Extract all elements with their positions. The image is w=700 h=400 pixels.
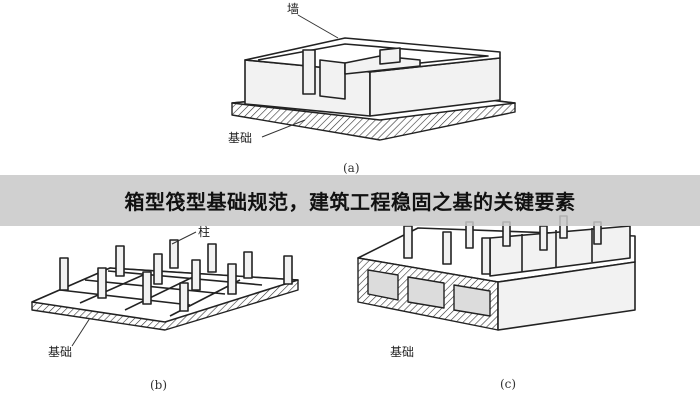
figure-a-column	[302, 49, 316, 95]
figure-a-inner-wall-2	[319, 59, 346, 100]
figure-c-foundation-label: 基础	[390, 345, 414, 359]
figure-b-caption: (b)	[150, 378, 167, 392]
figure-c-cell-3	[453, 284, 491, 317]
figure-c-caption: (c)	[500, 377, 516, 391]
figure-b-column	[142, 271, 152, 305]
figure-b-column	[283, 255, 293, 285]
figure-b-column	[97, 267, 107, 299]
figure-b-column	[59, 257, 69, 291]
figure-a-inner-wall-4	[379, 47, 401, 65]
figure-a-inner-wall-3	[344, 55, 421, 75]
figure-b-foundation-label: 基础	[48, 345, 72, 359]
figure-c-cell-1	[367, 269, 399, 301]
figure-b-column	[153, 253, 163, 285]
figure-a-inner-wall-1	[257, 43, 489, 69]
figure-b-beam-5	[124, 275, 196, 311]
figure-b-column	[227, 263, 237, 295]
figure-b-column-leader	[171, 231, 197, 245]
figure-a-foundation-leader	[261, 119, 306, 138]
figure-c-right-face	[497, 261, 636, 331]
figure-a-wall-leader	[297, 14, 339, 39]
figure-a-caption: (a)	[343, 161, 360, 175]
figure-c-column	[442, 231, 452, 265]
figure-a: 墙 基础 (a)	[228, 2, 516, 175]
figure-c-cell-2	[407, 276, 445, 309]
figure-a-foundation-label: 基础	[228, 131, 252, 145]
figure-a-wall-label: 墙	[287, 2, 299, 16]
figure-b-column-label: 柱	[198, 224, 210, 239]
figure-b-column	[207, 243, 217, 273]
figure-b-foundation-leader	[71, 317, 91, 347]
figure-b-column	[179, 282, 189, 312]
figure-b-column	[169, 239, 179, 269]
figure-c-columns	[403, 215, 602, 275]
figure-b-column	[191, 259, 201, 291]
figure-b-column	[243, 251, 253, 279]
figure-b-beam-1	[59, 289, 191, 306]
figure-b: 柱 基础 (b)	[31, 224, 299, 392]
figure-c-column	[539, 225, 548, 251]
title-banner: 箱型筏型基础规范，建筑工程稳固之基的关键要素	[0, 175, 700, 226]
figure-b-column	[115, 245, 125, 277]
figure-c-column	[481, 237, 491, 275]
figure-b-beam-4	[79, 271, 151, 304]
figure-c: 基础 (c)	[357, 215, 636, 391]
figure-b-beam-2	[84, 279, 226, 295]
figure-b-columns	[59, 239, 293, 312]
figure-c-column	[403, 225, 413, 259]
page-title: 箱型筏型基础规范，建筑工程稳固之基的关键要素	[124, 190, 576, 214]
